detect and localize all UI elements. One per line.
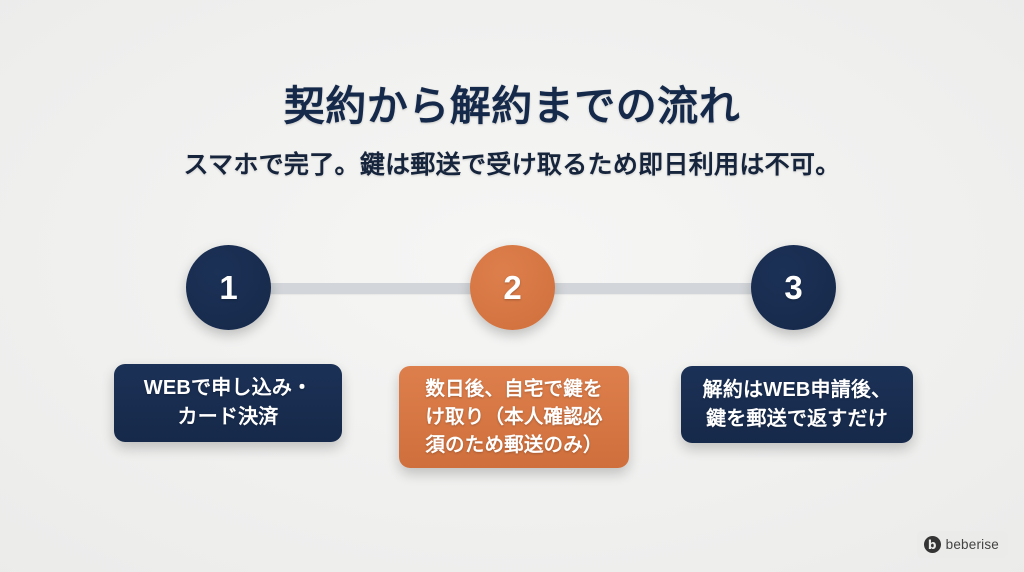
step-label-lines-1: WEBで申し込み・カード決済 [143, 377, 313, 428]
step-circle-2[interactable]: 2 [470, 245, 555, 330]
step-circle-1[interactable]: 1 [186, 245, 271, 330]
step-label-lines-2: 数日後、自宅で鍵をけ取り（本人確認必須のため郵送のみ） [425, 377, 603, 457]
step-number-2: 2 [503, 269, 522, 306]
step-label-box-1: WEBで申し込み・カード決済 [114, 364, 342, 442]
page-title: 契約から解約までの流れ [283, 83, 741, 129]
step-label-lines-3: 解約はWEB申請後、鍵を郵送で返すだけ [702, 378, 892, 430]
brand-watermark: b beberise [916, 531, 1008, 558]
page-subtitle: スマホで完了。鍵は郵送で受け取るため即日利用は不可。 [183, 151, 841, 179]
beberise-logo-icon: b [923, 536, 941, 553]
step-circle-3[interactable]: 3 [751, 245, 836, 330]
step-label-box-2: 数日後、自宅で鍵をけ取り（本人確認必須のため郵送のみ） [399, 366, 629, 468]
step-label-box-3: 解約はWEB申請後、鍵を郵送で返すだけ [681, 366, 913, 443]
step-number-1: 1 [219, 269, 238, 306]
brand-name: beberise [945, 537, 999, 552]
step-number-3: 3 [784, 269, 803, 306]
